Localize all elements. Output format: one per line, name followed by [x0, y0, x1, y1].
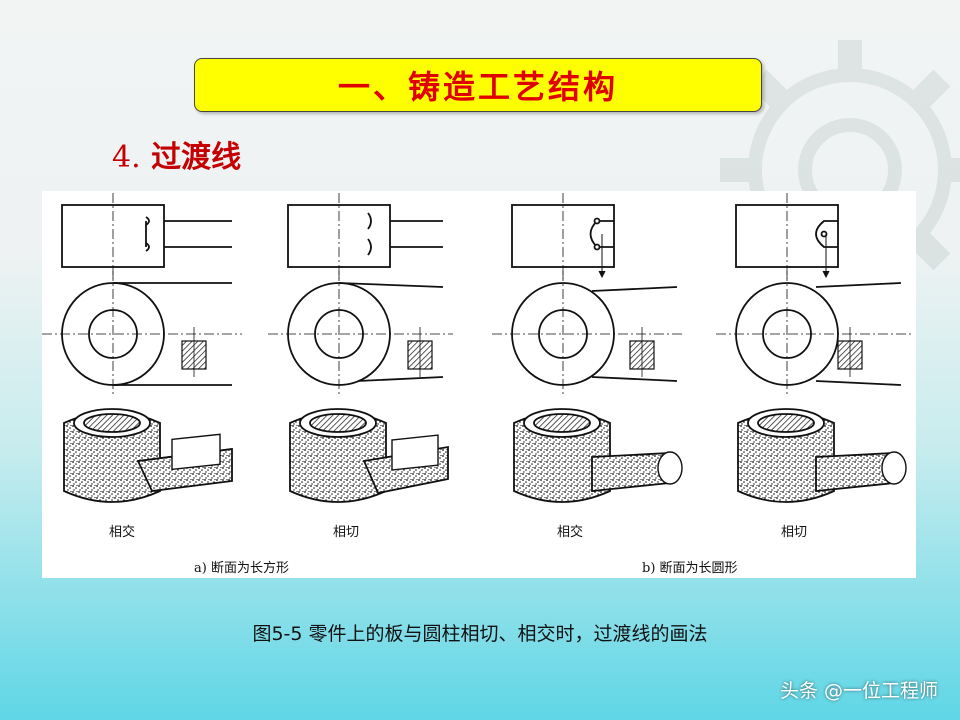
view-label: 相交 — [109, 525, 136, 540]
view-label: 相交 — [557, 525, 584, 540]
section-number: 4. — [112, 140, 141, 175]
section-heading-text: 过渡线 — [151, 140, 242, 175]
view-b-tangent — [716, 193, 911, 503]
view-a-tangent — [268, 193, 453, 503]
figure-panel: 相交 相切 相交 相切 a) 断面为长方形 b) 断面为长圆形 — [42, 191, 916, 578]
group-b-label: b) 断面为长圆形 — [642, 561, 738, 576]
view-label: 相切 — [333, 525, 360, 540]
view-a-intersect — [42, 193, 242, 503]
view-b-intersect — [492, 193, 683, 503]
slide-title: 一、铸造工艺结构 — [194, 58, 762, 112]
technical-drawing — [42, 193, 911, 503]
watermark: 头条 @一位工程师 — [779, 680, 938, 702]
group-a-label: a) 断面为长方形 — [194, 561, 289, 576]
figure-caption: 图5-5 零件上的板与圆柱相切、相交时，过渡线的画法 — [252, 623, 708, 645]
section-heading: 4. 过渡线 — [112, 132, 241, 176]
view-label: 相切 — [781, 525, 808, 540]
